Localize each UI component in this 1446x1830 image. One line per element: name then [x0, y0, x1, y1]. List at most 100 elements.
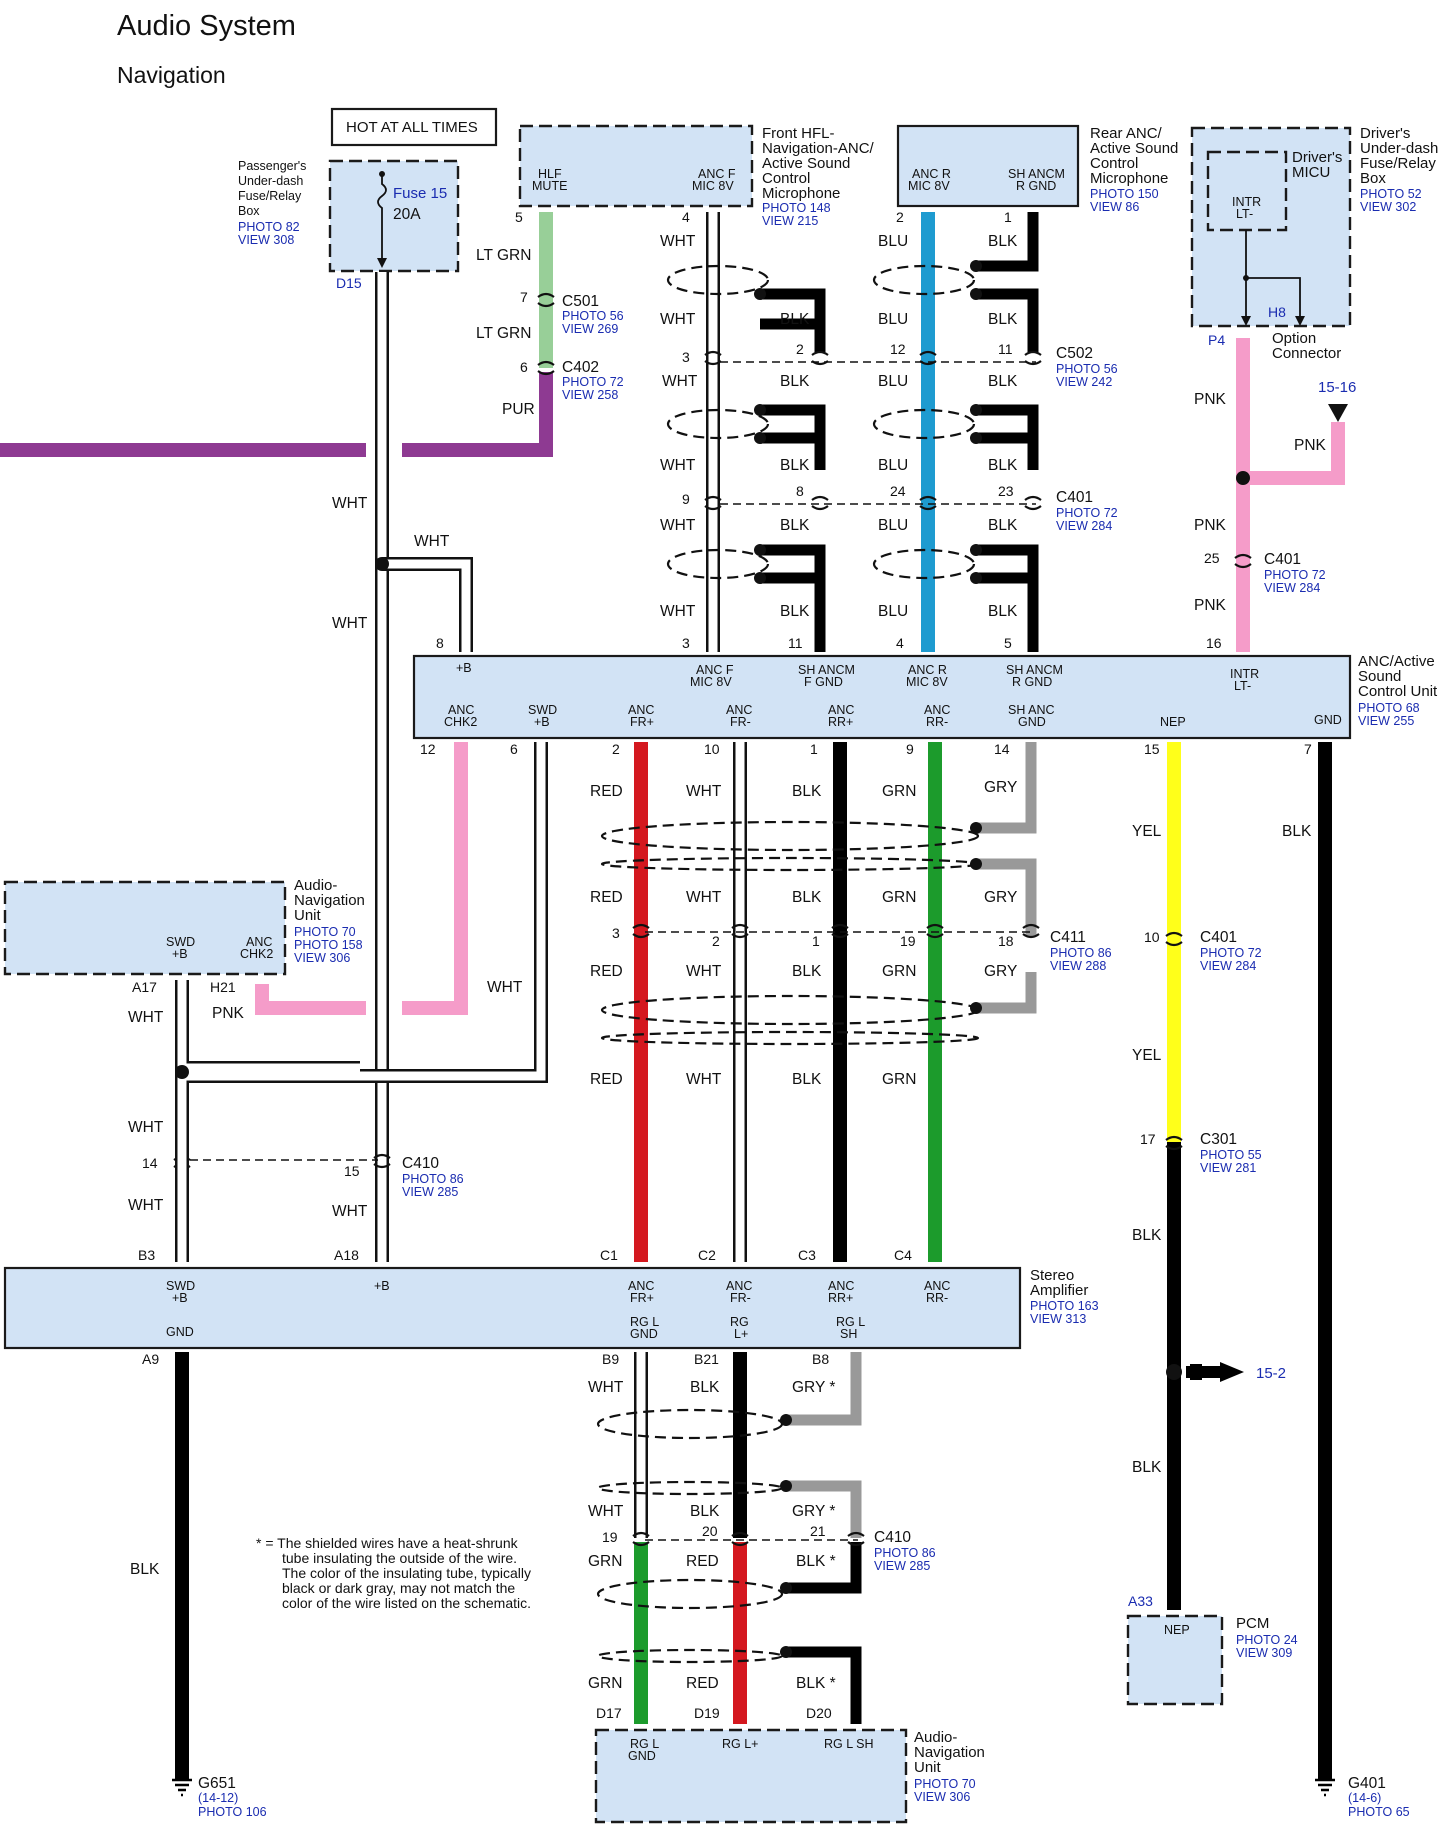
fuse-15-label: Fuse 15	[393, 185, 447, 202]
svg-text:RED: RED	[686, 1553, 719, 1570]
svg-text:WHT: WHT	[660, 517, 696, 534]
svg-text:+B: +B	[374, 1279, 390, 1293]
svg-text:BLK: BLK	[780, 517, 810, 534]
page-subtitle: Navigation	[117, 62, 226, 88]
lower-shields	[596, 1408, 784, 1664]
svg-text:11: 11	[788, 635, 803, 651]
svg-text:10: 10	[704, 741, 720, 757]
svg-text:23: 23	[998, 483, 1014, 499]
page-ref-15-16: 15-16	[1318, 379, 1356, 396]
svg-text:YEL: YEL	[1132, 1047, 1162, 1064]
svg-text:WHT: WHT	[686, 783, 722, 800]
fuse-junction	[379, 171, 385, 177]
svg-text:WHT: WHT	[588, 1379, 624, 1396]
micu-arrows	[1241, 316, 1305, 326]
svg-text:RED: RED	[686, 1675, 719, 1692]
svg-text:C301: C301	[1200, 1131, 1237, 1148]
wire-pur	[0, 372, 553, 457]
pcm-name: PCM	[1236, 1615, 1269, 1632]
svg-text:BLK: BLK	[690, 1503, 720, 1520]
svg-text:9: 9	[906, 741, 914, 757]
svg-text:GRN: GRN	[882, 963, 916, 980]
svg-text:24: 24	[890, 483, 906, 499]
anc-upper-pins: 8 3 11 4 5 16	[436, 635, 1222, 651]
svg-text:WHT: WHT	[660, 233, 696, 250]
svg-text:WHT: WHT	[686, 889, 722, 906]
svg-text:2: 2	[612, 741, 620, 757]
svg-text:WHT: WHT	[487, 979, 523, 996]
svg-text:GRN: GRN	[588, 1553, 622, 1570]
nav1-name: Audio- Navigation Unit	[294, 877, 369, 924]
svg-text:7: 7	[520, 289, 528, 305]
passenger-fuse-box-name: Passenger's Under-dash Fuse/Relay Box	[238, 159, 310, 218]
svg-text:C2: C2	[698, 1247, 716, 1263]
wire-front-blk	[760, 288, 826, 652]
svg-text:BLK: BLK	[690, 1379, 720, 1396]
fuse-15-element	[377, 172, 387, 262]
svg-text:WHT: WHT	[662, 373, 698, 390]
svg-text:1: 1	[812, 933, 820, 949]
svg-text:LT GRN: LT GRN	[476, 325, 531, 342]
svg-text:GRN: GRN	[882, 1071, 916, 1088]
svg-text:12: 12	[420, 741, 436, 757]
svg-text:D17: D17	[596, 1705, 622, 1721]
svg-text:LT GRN: LT GRN	[476, 247, 531, 264]
svg-text:BLU: BLU	[878, 603, 908, 620]
svg-text:PNK: PNK	[1294, 437, 1327, 454]
passenger-fuse-box-ref: PHOTO 82 VIEW 308	[238, 220, 303, 247]
nav2-pin-lp: RG L+	[722, 1737, 758, 1751]
svg-text:GRY: GRY	[984, 779, 1017, 796]
rear-microphone-box	[896, 124, 1080, 208]
stereo-amplifier-box	[3, 1266, 1022, 1350]
svg-text:C410: C410	[402, 1155, 439, 1172]
svg-text:RED: RED	[590, 963, 623, 980]
pcm-pin-nep: NEP	[1164, 1623, 1190, 1637]
svg-text:BLK *: BLK *	[796, 1553, 836, 1570]
svg-text:6: 6	[510, 741, 518, 757]
svg-text:GND: GND	[166, 1325, 194, 1339]
svg-text:BLK: BLK	[780, 373, 810, 390]
svg-text:RED: RED	[590, 889, 623, 906]
lower-pins: A9 B9 B21 B8 19 20 21 A33 D17 D19 D20	[142, 1351, 1153, 1721]
svg-text:H21: H21	[210, 979, 236, 995]
ground-symbol-g401	[1315, 1778, 1335, 1797]
svg-text:GND: GND	[1314, 713, 1342, 727]
wire-blk-sh-lower	[786, 1542, 862, 1724]
pin-p4: P4	[1208, 332, 1225, 348]
svg-text:SWD+B: SWD+B	[166, 1279, 195, 1305]
svg-text:BLU: BLU	[878, 233, 908, 250]
svg-text:BLK: BLK	[988, 517, 1018, 534]
svg-text:YEL: YEL	[1132, 823, 1162, 840]
svg-text:RG LSH: RG LSH	[836, 1315, 865, 1341]
svg-text:25: 25	[1204, 550, 1220, 566]
svg-text:+B: +B	[456, 661, 472, 675]
shield-note: * = The shielded wires have a heat-shrun…	[256, 1535, 535, 1611]
svg-text:5: 5	[1004, 635, 1012, 651]
svg-text:BLU: BLU	[878, 373, 908, 390]
anc-unit-name: ANC/Active Sound Control Unit	[1358, 653, 1439, 700]
connector-c410-lower: C410	[874, 1529, 911, 1546]
ground-symbol-g651	[172, 1778, 192, 1797]
micu-junction	[1243, 275, 1249, 281]
svg-text:PNK: PNK	[1194, 597, 1227, 614]
svg-text:3: 3	[682, 635, 690, 651]
wire-pnk-right	[1236, 338, 1345, 652]
svg-text:BLU: BLU	[878, 517, 908, 534]
svg-text:C411: C411	[1050, 929, 1086, 946]
wire-gry-sh	[786, 1352, 862, 1538]
